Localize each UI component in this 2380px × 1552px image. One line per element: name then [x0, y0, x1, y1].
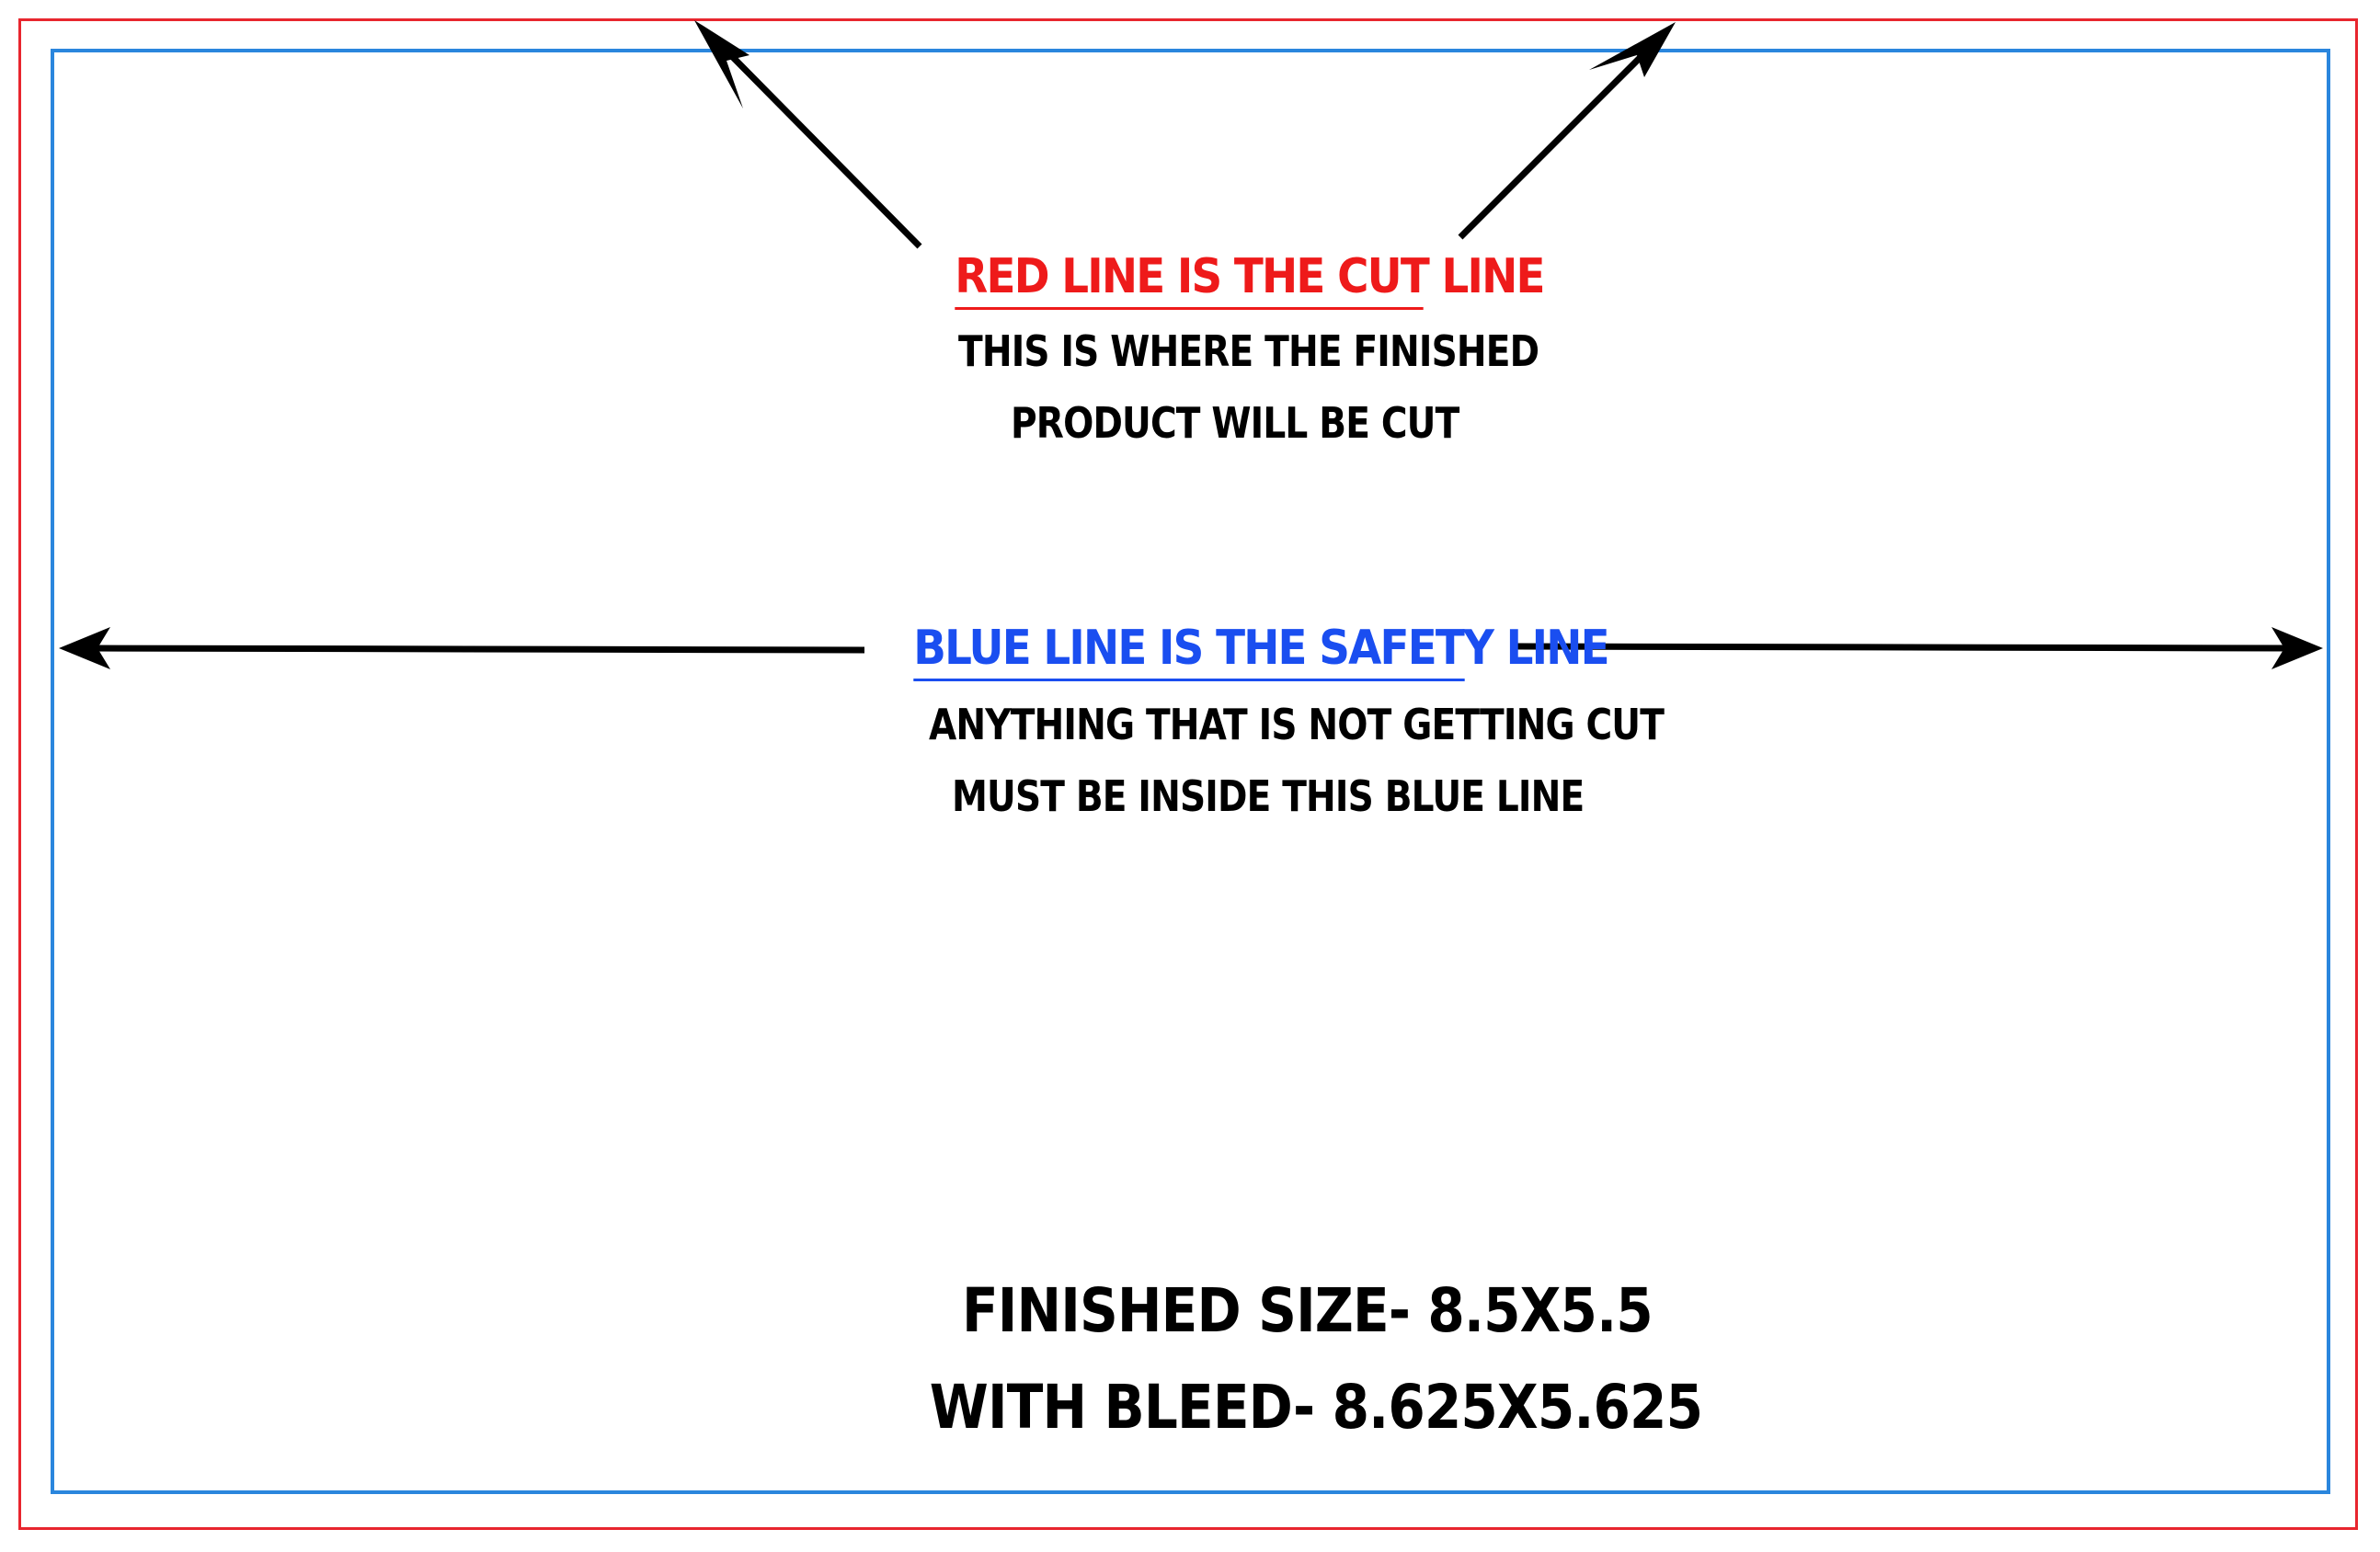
safety-line-border [51, 49, 2330, 1494]
bleed-size-label: WITH BLEED- 8.625X5.625 [929, 1372, 1703, 1443]
cut-line-description-2: PRODUCT WILL BE CUT [1011, 398, 1459, 448]
safety-line-heading: BLUE LINE IS THE SAFETY LINE [913, 618, 1610, 681]
arrow-up-right [1458, 22, 1676, 240]
safety-line-description-1: ANYTHING THAT IS NOT GETTING CUT [928, 700, 1665, 749]
cut-line-heading: RED LINE IS THE CUT LINE [955, 246, 1545, 310]
cut-line-border [18, 18, 2358, 1530]
cut-line-description-1: THIS IS WHERE THE FINISHED [958, 326, 1539, 376]
arrow-right [1511, 627, 2323, 669]
safety-line-description-2: MUST BE INSIDE THIS BLUE LINE [952, 771, 1585, 821]
arrow-left [59, 627, 865, 669]
finished-size-label: FINISHED SIZE- 8.5X5.5 [962, 1275, 1653, 1346]
arrow-up-left [694, 20, 922, 249]
